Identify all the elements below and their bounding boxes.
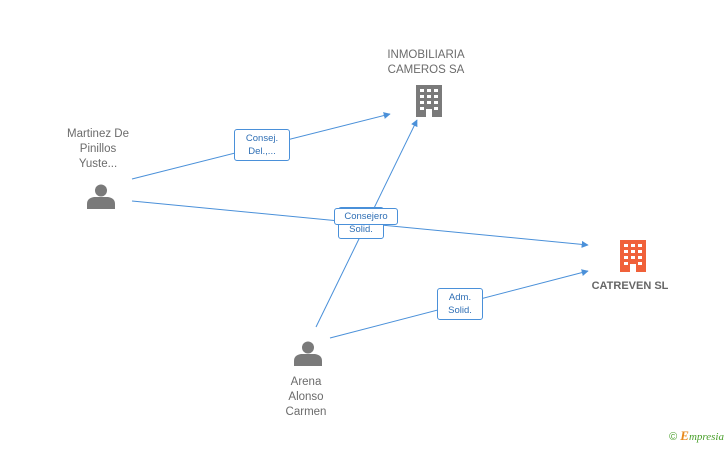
person-icon[interactable] [294, 341, 322, 367]
copyright-symbol: © [669, 431, 678, 443]
empresia-logo: ©Empresia [669, 428, 724, 444]
node-label-catreven[interactable]: CATREVEN SL [591, 280, 669, 292]
node-label-arena[interactable]: Arena Alonso Carmen [285, 376, 327, 418]
person-icon[interactable] [87, 184, 115, 210]
brand-initial: E [680, 428, 689, 443]
building-icon[interactable] [620, 240, 646, 272]
edge-label-martinez-catreven: Consejero [334, 208, 398, 225]
brand-name: mpresia [688, 431, 724, 443]
edge-label-arena-catreven: Adm. Solid. [437, 288, 483, 320]
building-icon[interactable] [416, 85, 442, 117]
node-label-inmobiliaria[interactable]: INMOBILIARIA CAMEROS SA [387, 49, 465, 76]
node-label-martinez[interactable]: Martinez De Pinillos Yuste... [67, 128, 129, 170]
edge-label-martinez-inmobiliaria: Consej. Del.,... [234, 129, 290, 161]
